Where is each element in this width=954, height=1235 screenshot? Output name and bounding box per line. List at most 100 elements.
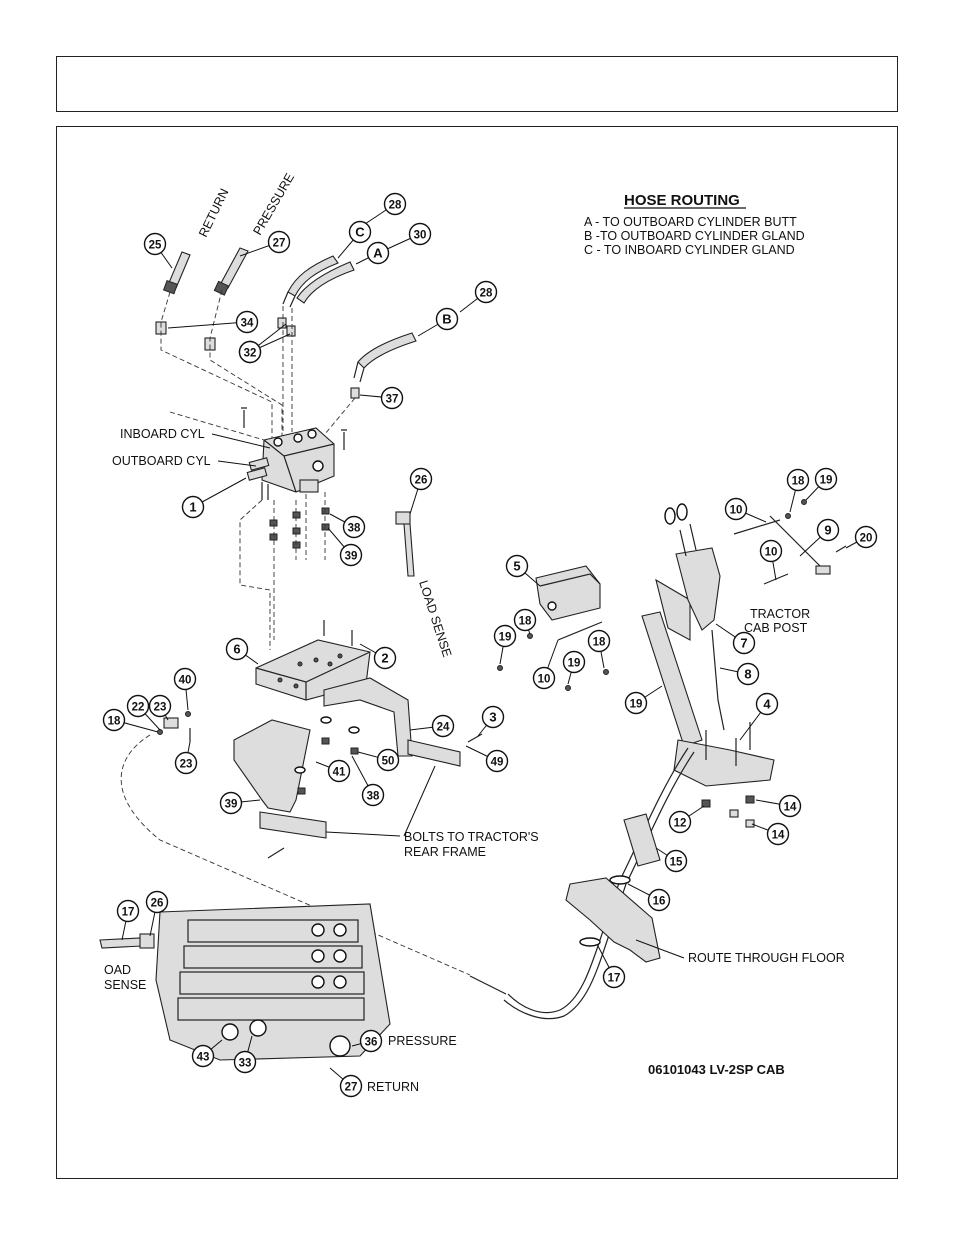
hose-routing-b: B -TO OUTBOARD CYLINDER GLAND [584,229,805,243]
callout-label: A [373,246,383,261]
callout-circle [102,708,126,732]
guide-inboard [169,411,265,441]
callout-circle [219,791,243,815]
bracket-22 [163,717,179,729]
callout-label: 43 [197,1052,210,1064]
bracket-4 [233,719,327,839]
bolts-frame-leader-b [403,765,436,837]
callout-circle [327,759,351,783]
return-port-label: RETURN [367,1080,419,1094]
rod-10 [557,621,603,641]
hose-routing-title: HOSE ROUTING [624,192,740,209]
callout-circle [348,220,372,244]
callout-circle [732,631,756,655]
callout-label: 39 [345,551,358,563]
control-cable [507,747,689,1014]
outboard-cyl-label: OUTBOARD CYL [112,454,211,468]
callout-leader [167,321,248,329]
callout-circle [116,899,140,923]
callout-circle [148,694,172,718]
valve-hardware [269,507,330,549]
callout-circle [361,783,385,807]
callout-label: 9 [824,523,831,538]
bolt-bottom [267,847,285,859]
callout-label: B [442,312,451,327]
callout-circle [383,192,407,216]
bolt-top [241,407,247,428]
callout-label: 1 [189,500,196,515]
tractor-cab-post-label-2: CAB POST [744,621,808,635]
pressure-hose [213,247,249,296]
callout-label: 34 [241,318,254,330]
nut-b [350,747,359,755]
fitting-32-c [350,387,360,399]
callout-circle [225,637,249,661]
callout-label: 28 [389,200,402,212]
callout-label: 7 [740,636,747,651]
callout-circle [493,624,517,648]
guide-pressure [209,289,283,436]
callout-circle [359,1029,383,1053]
callout-circle [373,646,397,670]
guide-b [319,397,356,441]
support-arm-6 [641,578,703,747]
bolts-40 [323,620,353,646]
load-sense-hose [395,511,415,577]
callout-circle [664,849,688,873]
callout-label: 26 [415,475,428,487]
joystick-7 [664,503,721,631]
callout-label: 27 [345,1082,358,1094]
inboard-cyl-leader [211,433,271,449]
callout-label: 19 [568,658,581,670]
fitting-49 [467,733,483,743]
route-floor-label: ROUTE THROUGH FLOOR [688,951,845,965]
callout-label: 50 [382,756,395,768]
callout-circle [143,232,167,256]
callout-label: 25 [149,240,162,252]
callout-label: 18 [792,476,805,488]
callout-circle [647,888,671,912]
callout-circle [505,554,529,578]
callout-label: 33 [239,1058,252,1070]
callout-label: 19 [820,475,833,487]
callout-circle [766,822,790,846]
nut-23-b [157,729,163,735]
callout-label: 38 [348,523,361,535]
callout-label: 14 [772,830,785,842]
callout-circle [513,608,537,632]
callout-label: 17 [122,907,135,919]
nut-18-c [785,513,791,519]
hose-routing-a: A - TO OUTBOARD CYLINDER BUTT [584,215,797,229]
callout-circle [778,794,802,818]
hose-routing-c: C - TO INBOARD CYLINDER GLAND [584,243,795,257]
callout-circle [267,230,291,254]
callout-circle [181,495,205,519]
callout-circle [145,890,169,914]
callout-label: 10 [765,547,778,559]
callout-circle [435,307,459,331]
fitting-20 [835,545,847,553]
callout-label: 23 [180,759,193,771]
callout-circle [854,525,878,549]
callout-layer: 252728C30A28B343232371263839518191091020… [102,192,878,1098]
callout-circle [562,650,586,674]
callout-circle [342,515,366,539]
callout-circle [814,467,838,491]
outboard-cyl-leader [217,460,257,467]
callout-label: 10 [538,674,551,686]
callout-circle [174,751,198,775]
callout-label: C [355,225,365,240]
callout-circle [602,965,626,989]
washer-15-a [729,809,739,818]
callout-label: 4 [763,697,771,712]
header-box [56,56,898,112]
callout-circle [759,539,783,563]
callout-circle [755,692,779,716]
control-valve [246,427,335,500]
callout-circle [532,666,556,690]
callout-label: 17 [608,973,621,985]
callout-circle [668,810,692,834]
callout-circle [816,518,840,542]
callout-circle [624,691,648,715]
